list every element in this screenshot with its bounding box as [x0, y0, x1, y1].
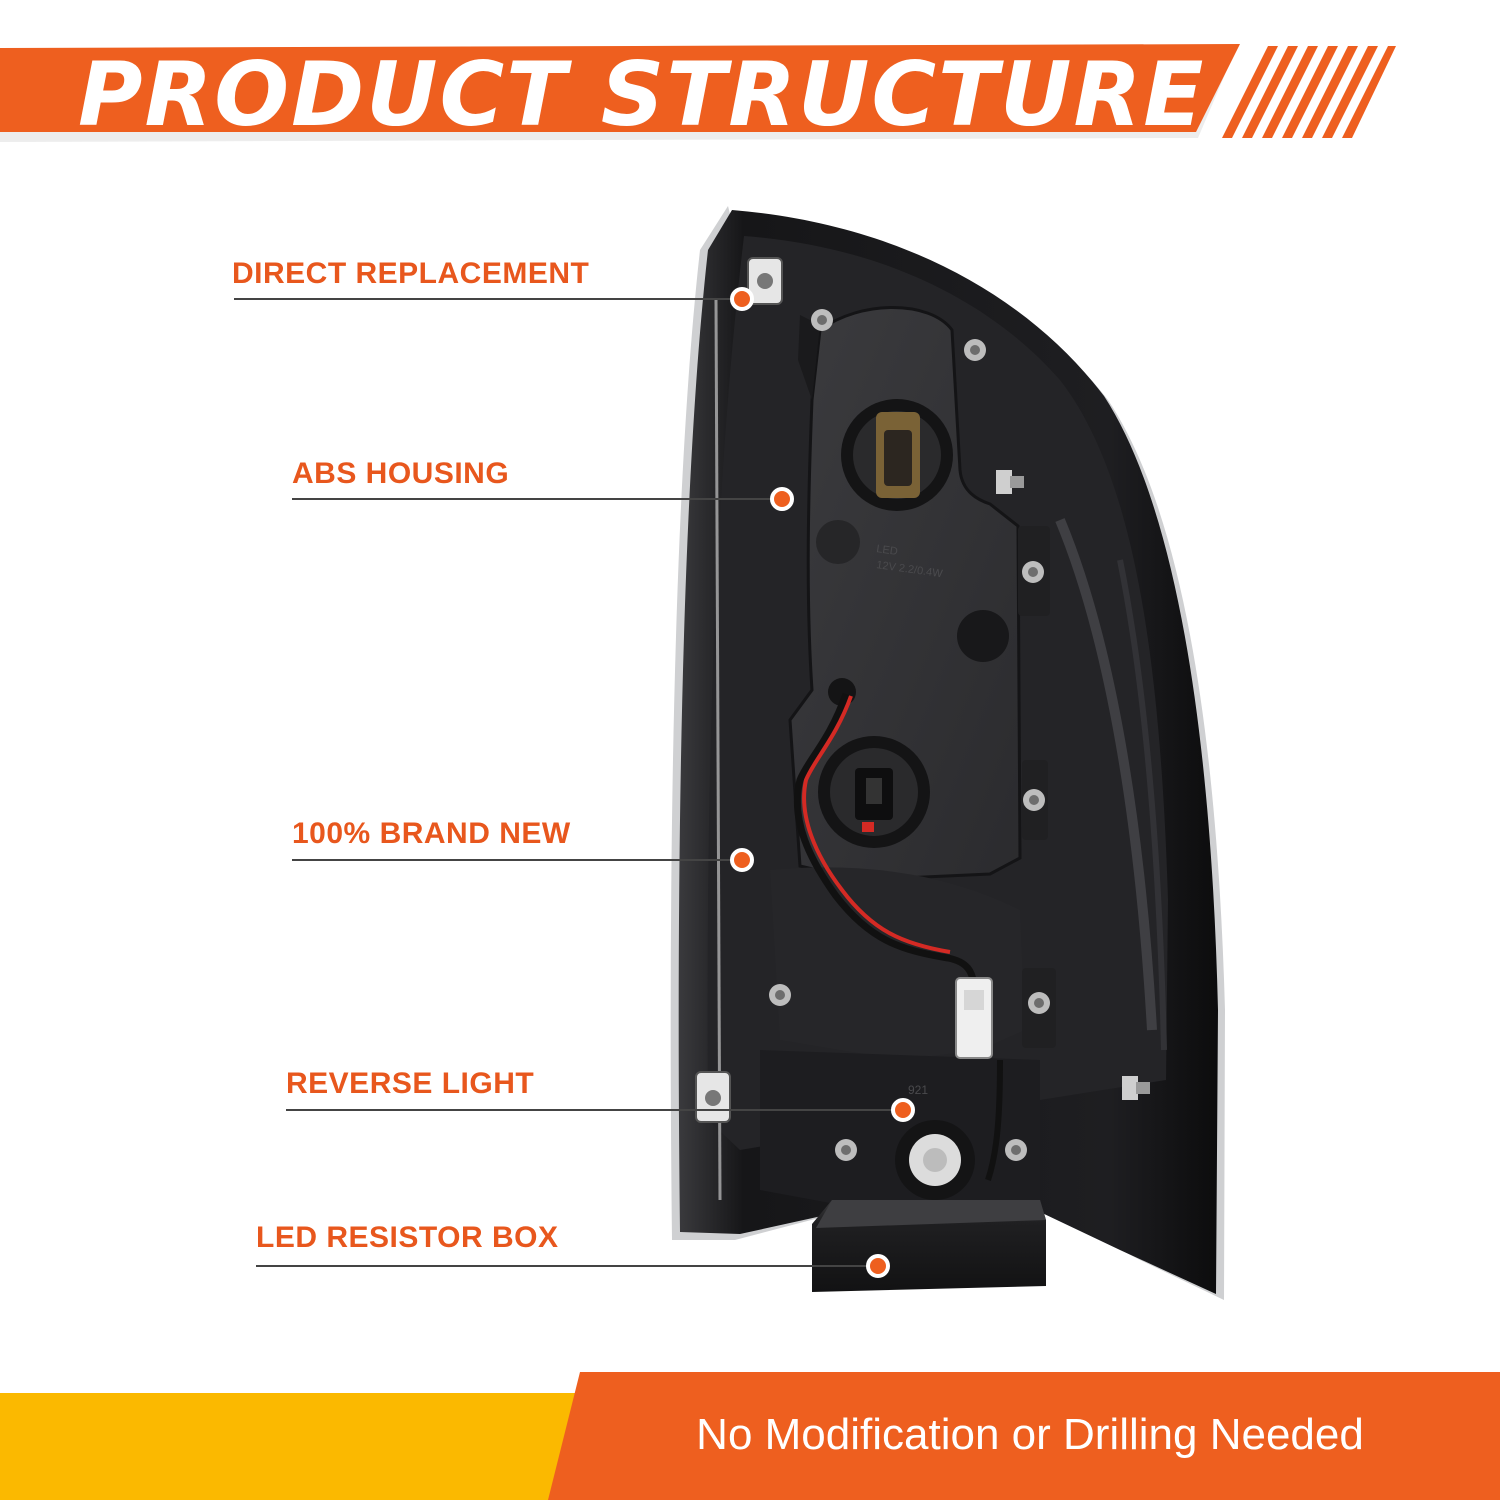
plate-boss	[816, 520, 860, 564]
callout-reverse-light: REVERSE LIGHT	[286, 1067, 535, 1100]
footer-tagline: No Modification or Drilling Needed	[696, 1410, 1364, 1459]
callout-direct-replacement: DIRECT REPLACEMENT	[232, 257, 590, 290]
reverse-socket	[895, 1120, 975, 1200]
callout-brand-new: 100% BRAND NEW	[292, 817, 571, 850]
header-banner	[0, 44, 1240, 142]
connector	[955, 977, 993, 1059]
lower-bulb-socket	[818, 736, 930, 848]
footer-banner	[0, 1372, 1500, 1500]
upper-bulb-socket	[841, 399, 953, 511]
bulb-marking-upper: LED	[876, 543, 899, 558]
led-resistor-box	[812, 1200, 1046, 1292]
page-title: PRODUCT STRUCTURE	[78, 43, 1206, 146]
callout-leaders	[234, 298, 903, 1267]
wiring	[793, 692, 1003, 1181]
header-stripes	[1222, 46, 1396, 138]
plate-plug	[957, 610, 1009, 662]
callout-abs-housing: ABS HOUSING	[292, 457, 510, 490]
callout-dots	[730, 287, 915, 1278]
reverse-marking: 921	[908, 1083, 928, 1097]
screws	[769, 309, 1150, 1161]
callout-led-resistor-box: LED RESISTOR BOX	[256, 1221, 559, 1254]
